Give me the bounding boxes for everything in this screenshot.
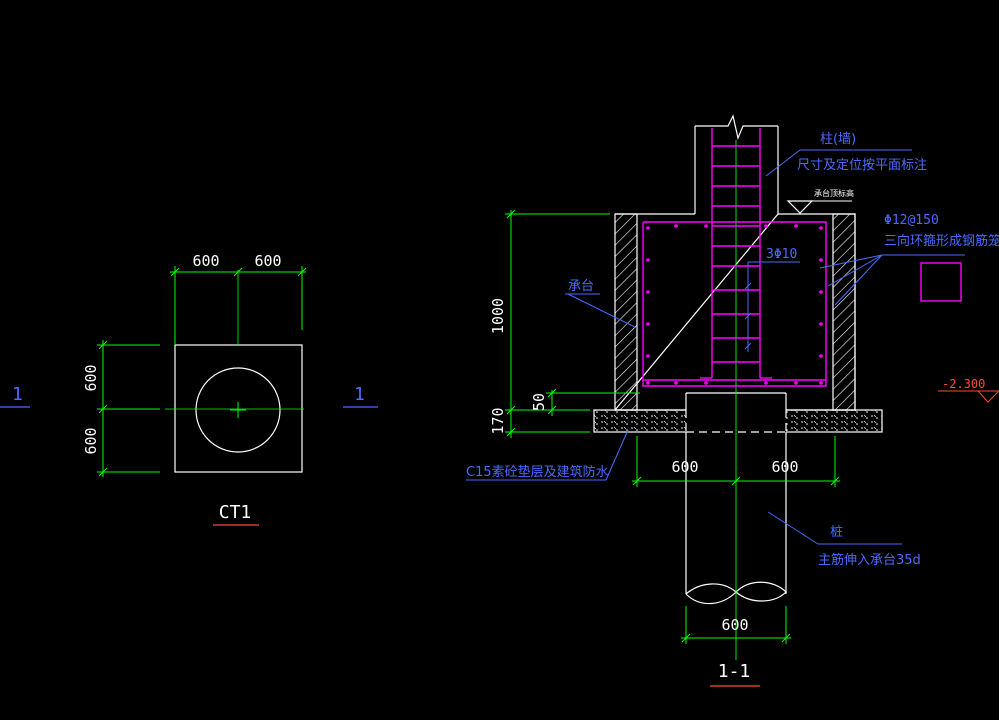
column-rebar bbox=[700, 128, 772, 379]
break-line bbox=[720, 114, 750, 140]
pile-width-dimension bbox=[681, 606, 791, 644]
dim-cover: 50 bbox=[530, 393, 548, 411]
note-pile-line1: 桩 bbox=[830, 525, 843, 540]
dim-bottom-right: 600 bbox=[771, 458, 798, 476]
dim-pile-width: 600 bbox=[721, 616, 748, 634]
plan-view: 600 600 600 600 1 1 CT1 bbox=[0, 252, 378, 526]
plan-dim-top-left: 600 bbox=[192, 252, 219, 270]
plan-cap-outline bbox=[174, 344, 303, 473]
note-column-line2: 尺寸及定位按平面标注 bbox=[797, 158, 927, 173]
elevation-label: -2.300 bbox=[942, 377, 985, 391]
section-title: 1-1 bbox=[718, 661, 751, 682]
note-cushion: C15素砼垫层及建筑防水 bbox=[466, 464, 609, 480]
section-vertical-dimension bbox=[505, 209, 640, 438]
note-rebar-line2: 三向环箍形成钢筋笼 bbox=[884, 233, 999, 249]
cap-wall-hatch-left bbox=[614, 213, 638, 411]
cap-rebar-dots bbox=[646, 224, 823, 385]
note-cap: 承台 bbox=[568, 279, 594, 294]
dim-bottom-left: 600 bbox=[671, 458, 698, 476]
plan-dim-left-lower: 600 bbox=[82, 427, 100, 454]
section-mark-right: 1 bbox=[354, 384, 365, 405]
plan-dim-top-right: 600 bbox=[254, 252, 281, 270]
pile-break-curve bbox=[685, 581, 787, 605]
cap-rebar-cage bbox=[642, 221, 827, 387]
note-top-level: 承台顶标高 bbox=[814, 188, 854, 198]
section-bottom-dimension bbox=[632, 436, 840, 487]
plan-pile-circle bbox=[195, 367, 281, 453]
note-pile-line2: 主筋伸入承台35d bbox=[818, 552, 921, 568]
note-column-line1: 柱(墙) bbox=[820, 132, 856, 147]
rebar-legend-square bbox=[920, 262, 962, 302]
cap-wall-hatch-right bbox=[832, 213, 856, 411]
plan-title: CT1 bbox=[219, 502, 252, 523]
section-mark-left: 1 bbox=[12, 384, 23, 405]
plan-dim-left-upper: 600 bbox=[82, 364, 100, 391]
section-view: 1000 50 170 600 600 600 1-1 承台顶标高 bbox=[466, 114, 999, 687]
note-rebar-line1: Φ12@150 bbox=[884, 213, 939, 228]
plan-left-dimension bbox=[97, 340, 160, 477]
elevation-triangle bbox=[976, 390, 999, 403]
note-stirrup: 3Φ10 bbox=[766, 247, 797, 262]
dim-cap-height: 1000 bbox=[489, 298, 507, 334]
annotation-leaders bbox=[466, 149, 965, 545]
dim-cushion: 170 bbox=[489, 407, 507, 434]
plan-top-dimension bbox=[170, 266, 307, 345]
top-level-triangle bbox=[786, 200, 814, 214]
